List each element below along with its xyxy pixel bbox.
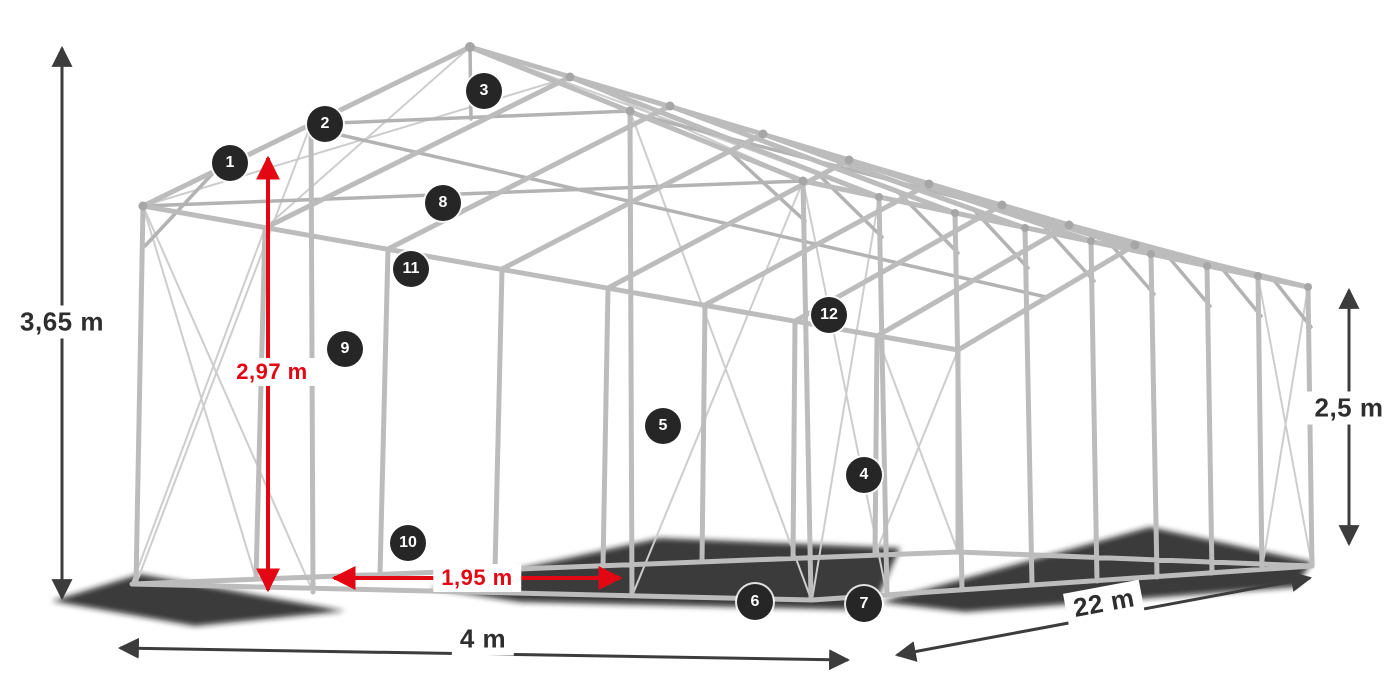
callout-4: 4: [846, 457, 882, 493]
callout-2: 2: [307, 106, 343, 142]
callout-5: 5: [645, 408, 681, 444]
callout-12: 12: [811, 297, 847, 333]
label-side-height: 2,5 m: [1306, 391, 1392, 425]
label-front-width: 4 m: [451, 622, 515, 656]
callout-1: 1: [212, 145, 248, 181]
callout-8: 8: [425, 185, 461, 221]
frame-main-tubes: [129, 44, 1315, 603]
frame-connectors: [138, 42, 1312, 291]
callout-9: 9: [327, 331, 363, 367]
label-clearance-height: 2,97 m: [228, 358, 316, 386]
callout-11: 11: [393, 251, 429, 287]
label-entrance-width: 1,95 m: [433, 564, 521, 592]
callout-10: 10: [390, 525, 426, 561]
callout-7: 7: [846, 586, 882, 622]
callout-3: 3: [466, 73, 502, 109]
label-total-height: 3,65 m: [12, 305, 112, 339]
callout-6: 6: [737, 584, 773, 620]
frame-secondary-members: [141, 45, 1313, 329]
